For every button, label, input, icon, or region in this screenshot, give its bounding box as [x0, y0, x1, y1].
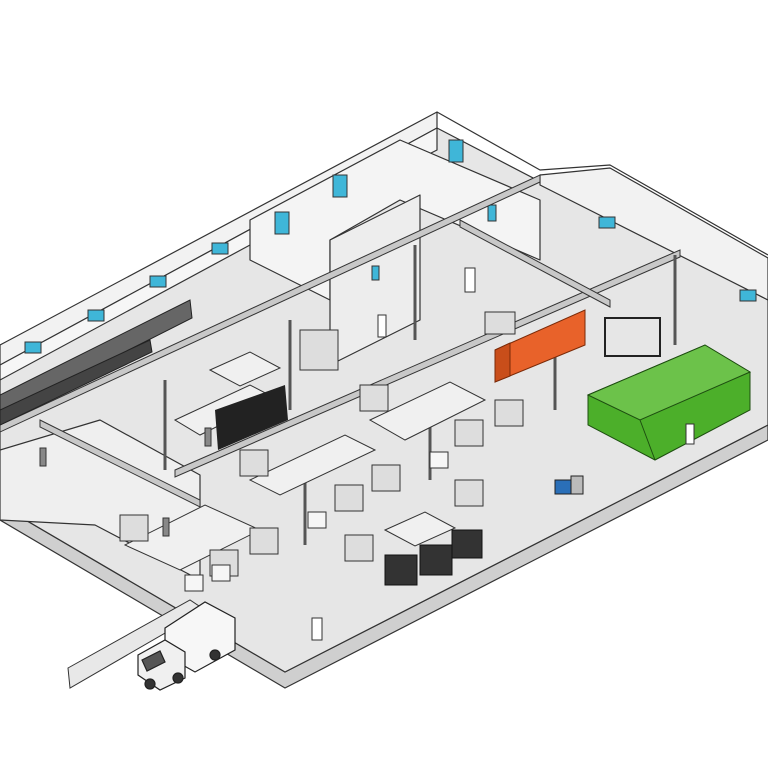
crane-beams [0, 174, 681, 508]
crates [184, 451, 449, 592]
window [487, 204, 497, 222]
workers [39, 427, 212, 537]
delivery-truck [137, 601, 236, 691]
rack [299, 329, 339, 371]
roof-edge [436, 111, 768, 256]
window [24, 341, 42, 354]
office-block [249, 139, 541, 301]
crane-cross-beam [459, 219, 611, 308]
green-stock-block [586, 344, 752, 461]
rack [249, 527, 279, 555]
window [371, 265, 380, 281]
rack [239, 449, 269, 477]
rack [344, 534, 374, 562]
dark-bins [384, 529, 483, 586]
windows [24, 139, 757, 354]
window [448, 139, 464, 163]
forklift-machine [484, 311, 516, 335]
rack [454, 419, 484, 447]
window [739, 289, 757, 302]
rack [359, 384, 389, 412]
rack [494, 399, 524, 427]
rack [119, 514, 149, 542]
work-table [248, 434, 377, 496]
work-table [208, 351, 282, 387]
window [598, 216, 616, 229]
window [332, 174, 348, 198]
window [274, 211, 290, 235]
panel-rack [215, 385, 288, 450]
crane-beam [0, 174, 541, 433]
doors [311, 267, 695, 641]
forklift [554, 475, 584, 495]
work-table [368, 381, 487, 441]
work-table [383, 511, 457, 547]
rack [334, 484, 364, 512]
long-shelving [0, 299, 193, 426]
window [149, 275, 167, 288]
rack [454, 479, 484, 507]
storage-cage [604, 317, 661, 357]
window [211, 242, 229, 255]
rack [371, 464, 401, 492]
window [87, 309, 105, 322]
orange-paint-booth [494, 309, 586, 383]
back-right-wall [539, 167, 768, 301]
